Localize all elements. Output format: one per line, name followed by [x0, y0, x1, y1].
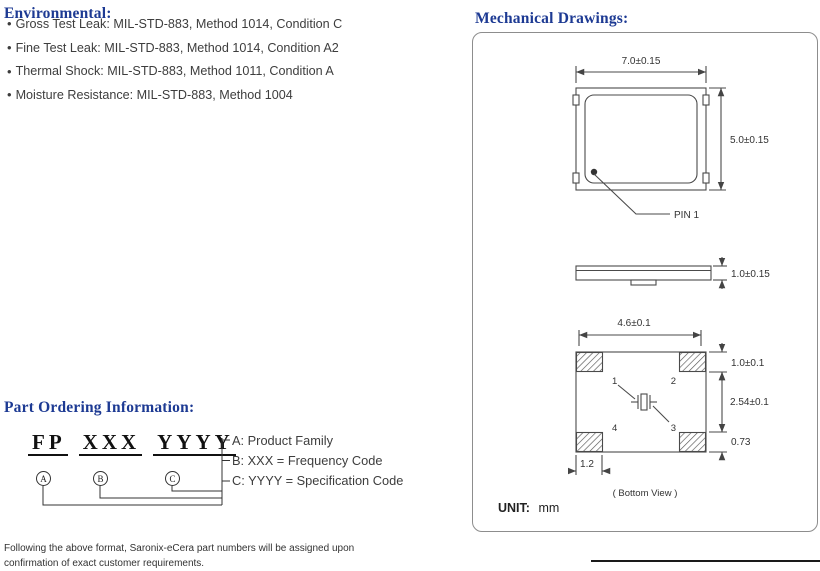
dim-label-pad-pitch: 2.54±0.1 — [730, 397, 769, 408]
solder-pad — [680, 353, 706, 372]
list-item: • Moisture Resistance: MIL-STD-883, Meth… — [7, 83, 342, 107]
part-ordering-heading: Part Ordering Information: — [4, 399, 194, 417]
unit-label-key: UNIT: — [498, 501, 530, 515]
bullet-icon: • — [7, 40, 12, 55]
dim-label-thickness: 1.0±0.15 — [731, 269, 770, 280]
legend-item: B: XXX = Frequency Code — [232, 450, 403, 470]
corner-castellation — [573, 173, 579, 183]
bullet-icon: • — [7, 87, 12, 102]
unit-label-value: mm — [538, 501, 559, 515]
mechanical-drawing-canvas: 7.0±0.15 5.0±0.15 PIN 1 1.0±0.15 — [473, 33, 819, 533]
dim-label-bottom-width: 4.6±0.1 — [617, 318, 651, 329]
solder-pad — [680, 433, 706, 452]
code-legend: A: Product Family B: XXX = Frequency Cod… — [232, 430, 403, 491]
corner-castellation — [703, 95, 709, 105]
corner-castellation — [703, 173, 709, 183]
dim-label-top-width: 7.0±0.15 — [622, 56, 661, 67]
dim-label-pad-height: 1.0±0.1 — [731, 358, 765, 369]
list-item: • Gross Test Leak: MIL-STD-883, Method 1… — [7, 12, 342, 36]
pad-offset-dimension — [709, 424, 727, 460]
pin-number-1: 1 — [612, 376, 617, 387]
mechanical-drawings-box: 7.0±0.15 5.0±0.15 PIN 1 1.0±0.15 — [472, 32, 818, 532]
legend-item: C: YYYY = Specification Code — [232, 471, 403, 491]
top-width-dimension — [576, 66, 706, 83]
pin-number-4: 4 — [612, 423, 617, 434]
pin1-label: PIN 1 — [674, 210, 699, 221]
top-view-drawing — [573, 66, 726, 214]
list-item-text: Thermal Shock: MIL-STD-883, Method 1011,… — [16, 64, 334, 78]
pad-height-dimension — [709, 343, 727, 381]
legend-connector-lines — [0, 420, 240, 515]
mechanical-heading: Mechanical Drawings: — [475, 10, 628, 28]
legend-item: A: Product Family — [232, 430, 403, 450]
solder-pad — [577, 353, 603, 372]
list-item: • Thermal Shock: MIL-STD-883, Method 101… — [7, 59, 342, 83]
top-height-dimension — [709, 88, 726, 190]
bottom-standoff — [631, 280, 656, 285]
solder-pad — [577, 433, 603, 452]
pin-number-3: 3 — [671, 423, 676, 434]
list-item-text: Moisture Resistance: MIL-STD-883, Method… — [16, 88, 293, 102]
unit-label: UNIT: mm — [498, 501, 559, 515]
side-thickness-dimension — [713, 257, 727, 289]
bottom-width-dimension — [579, 330, 701, 346]
dim-label-pad-offset: 0.73 — [731, 437, 751, 448]
list-item-text: Gross Test Leak: MIL-STD-883, Method 101… — [16, 17, 343, 31]
environmental-list: • Gross Test Leak: MIL-STD-883, Method 1… — [7, 12, 342, 107]
bullet-icon: • — [7, 64, 12, 79]
footnote-line: Following the above format, Saronix-eCer… — [4, 542, 354, 557]
connector-line-a — [43, 486, 222, 505]
side-view-drawing — [576, 257, 727, 289]
dim-label-top-height: 5.0±0.15 — [730, 135, 769, 146]
footnote: Following the above format, Saronix-eCer… — [4, 542, 354, 571]
corner-castellation — [573, 95, 579, 105]
footnote-line: confirmation of exact customer requireme… — [4, 557, 354, 571]
connector-line-b — [100, 486, 222, 498]
bullet-icon: • — [7, 16, 12, 31]
footer-divider — [591, 560, 820, 562]
bottom-view-drawing — [568, 330, 727, 475]
connector-line-c — [172, 486, 222, 491]
pin-number-2: 2 — [671, 376, 676, 387]
bottom-view-caption: ( Bottom View ) — [613, 488, 678, 499]
list-item: • Fine Test Leak: MIL-STD-883, Method 10… — [7, 36, 342, 60]
package-outline-side — [576, 266, 711, 280]
dim-label-pad-width: 1.2 — [580, 459, 594, 470]
list-item-text: Fine Test Leak: MIL-STD-883, Method 1014… — [16, 41, 339, 55]
